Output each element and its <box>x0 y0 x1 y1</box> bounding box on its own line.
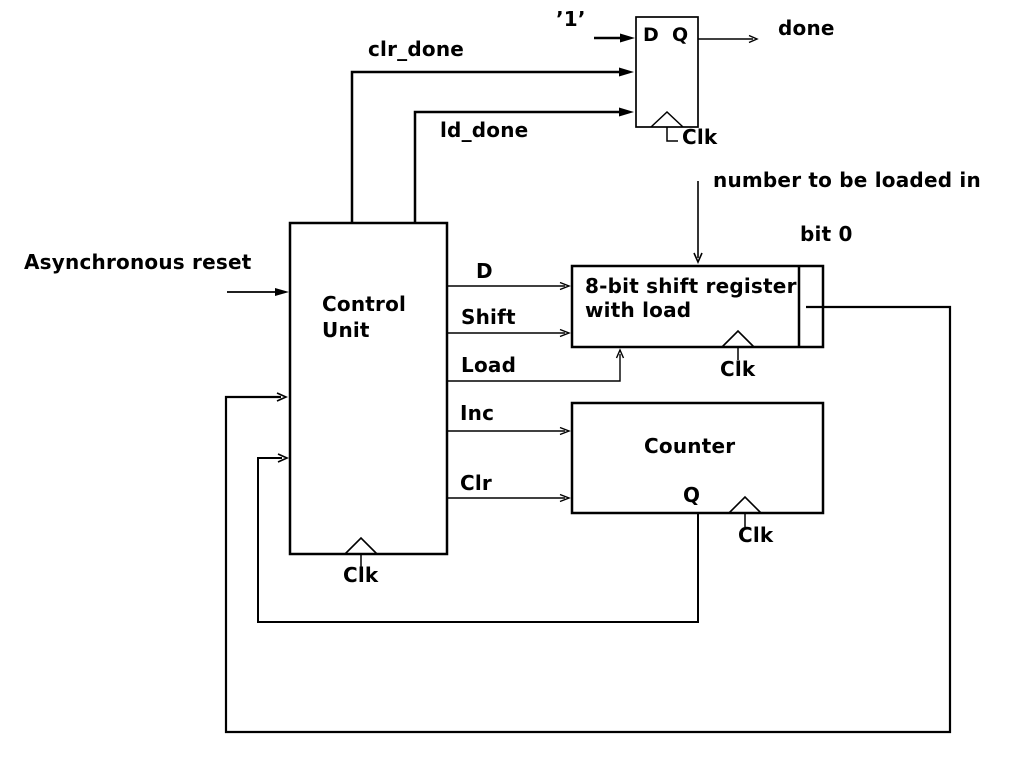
flipflop-d-label: D <box>643 24 659 46</box>
shift-signal-arrowhead <box>559 328 571 338</box>
d-signal-label: D <box>476 259 493 283</box>
flipflop-clk-label: Clk <box>682 125 718 149</box>
load-signal-arrowhead <box>615 348 625 359</box>
ld-done-wire <box>413 110 622 223</box>
inc-signal-label: Inc <box>460 401 495 425</box>
done-output-arrowhead <box>748 34 759 44</box>
bit0-feedback-arrowhead <box>276 392 288 402</box>
number-input-arrowhead <box>693 252 703 264</box>
number-in-label: number to be loaded in <box>713 168 981 192</box>
clr-done-label: clr_done <box>368 37 465 61</box>
clock-edge-icon <box>650 110 684 128</box>
load-signal-label: Load <box>461 353 517 377</box>
counter-q-label: Q <box>683 483 701 507</box>
counter-label: Counter <box>644 434 736 458</box>
ld-done-label: ld_done <box>440 118 529 142</box>
clr-done-arrowhead <box>619 67 634 77</box>
shift-register-label-line1: 8-bit shift register <box>585 274 797 298</box>
async-reset-label: Asynchronous reset <box>24 250 252 274</box>
async-reset-arrowhead <box>275 288 289 296</box>
shift-register-clk-label: Clk <box>720 357 756 381</box>
shift-register-label-line2: with load <box>585 298 692 322</box>
const-one-label: ’1’ <box>556 7 586 31</box>
bit0-label: bit 0 <box>800 222 853 246</box>
clk-stub <box>666 127 678 142</box>
clr-signal-label: Clr <box>460 471 492 495</box>
one-input-arrowhead <box>620 33 635 43</box>
clock-edge-icon <box>344 536 378 555</box>
clr-done-wire <box>350 70 622 223</box>
ld-done-arrowhead <box>619 107 634 117</box>
counter-clk-label: Clk <box>738 523 774 547</box>
bit0-feedback-wire <box>224 305 952 734</box>
counter-q-feedback-arrowhead <box>277 453 289 463</box>
shift-signal-label: Shift <box>461 305 516 329</box>
counter-q-feedback-wire <box>257 457 699 623</box>
control-unit-clk-label: Clk <box>343 563 379 587</box>
control-unit-box <box>288 221 449 556</box>
control-unit-label-line2: Unit <box>322 318 370 342</box>
d-signal-arrowhead <box>559 281 571 291</box>
clr-signal-arrowhead <box>559 493 571 503</box>
flipflop-q-label: Q <box>672 24 689 46</box>
control-unit-label-line1: Control <box>322 292 407 316</box>
inc-signal-arrowhead <box>559 426 571 436</box>
done-label: done <box>778 16 835 40</box>
clock-edge-icon <box>728 495 762 514</box>
clock-edge-icon <box>721 329 755 348</box>
load-signal-wire <box>447 354 621 382</box>
